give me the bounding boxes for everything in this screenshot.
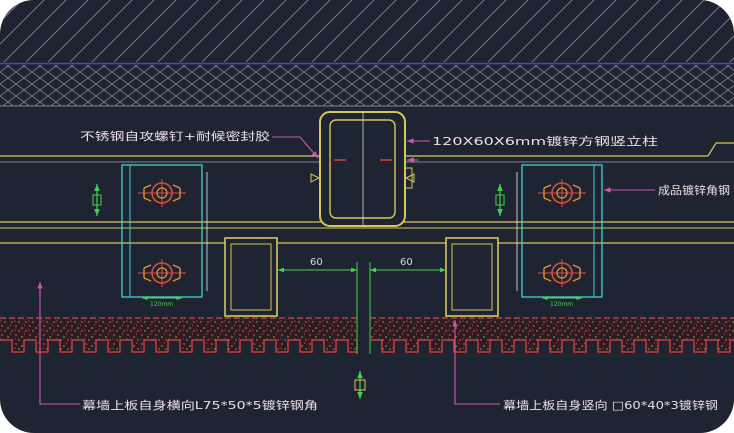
label-screw-sealant: 不锈钢自攻螺钉+耐候密封胶 bbox=[80, 129, 270, 143]
label-vertical-tube: 幕墙上板自身竖向 □60*40*3镀锌钢 bbox=[503, 398, 718, 412]
concrete-tooth bbox=[502, 340, 514, 352]
concrete-slab bbox=[0, 317, 734, 353]
yellow-line-kink bbox=[707, 142, 734, 157]
concrete-tooth bbox=[60, 340, 72, 352]
concrete-tooth bbox=[132, 340, 144, 352]
concrete-bottom-edge bbox=[0, 339, 358, 353]
arrow-box bbox=[354, 379, 366, 391]
concrete-tooth bbox=[228, 340, 240, 352]
concrete-tooth bbox=[156, 340, 168, 352]
column-inner-wall bbox=[329, 119, 396, 219]
concrete-tooth bbox=[430, 340, 442, 352]
square-tube-left bbox=[224, 237, 278, 317]
concrete-tooth bbox=[526, 340, 538, 352]
bracket-dimension-text: 120mm bbox=[150, 301, 173, 308]
concrete-tooth bbox=[382, 340, 394, 352]
double-arrow-symbol-right bbox=[495, 184, 505, 216]
concrete-tooth bbox=[348, 340, 357, 352]
sealant-mark-right bbox=[404, 173, 415, 183]
hatch-band-cross bbox=[0, 65, 734, 106]
concrete-tooth bbox=[646, 340, 658, 352]
double-arrow-symbol-bottom bbox=[354, 371, 366, 399]
leader-screw-sealant bbox=[272, 136, 319, 159]
tube-inner-wall bbox=[451, 243, 493, 311]
arrow-box bbox=[495, 194, 505, 206]
double-arrow-symbol-left bbox=[92, 184, 102, 216]
bolt-symbol bbox=[537, 178, 587, 208]
concrete-tooth bbox=[550, 340, 562, 352]
concrete-tooth bbox=[204, 340, 216, 352]
concrete-tooth bbox=[276, 340, 288, 352]
concrete-fill bbox=[0, 320, 357, 340]
concrete-tooth bbox=[180, 340, 192, 352]
concrete-tooth bbox=[324, 340, 336, 352]
leader-horizontal-angle bbox=[37, 282, 80, 405]
concrete-bottom-edge bbox=[370, 339, 734, 353]
label-horizontal-angle: 幕墙上板自身横向L75*50*5镀锌钢角 bbox=[82, 398, 318, 412]
dimension-text: 60 bbox=[400, 257, 413, 268]
dimension-gap-left: 60 bbox=[278, 257, 358, 354]
column-outer-wall bbox=[319, 111, 406, 227]
label-angle-steel: 成品镀锌角钢 bbox=[658, 183, 730, 197]
steel-column-section bbox=[310, 111, 418, 227]
concrete-tooth bbox=[670, 340, 682, 352]
tube-outer-wall bbox=[224, 237, 278, 317]
leader-vertical-tube bbox=[452, 320, 500, 405]
bolt-symbol bbox=[137, 178, 187, 208]
concrete-tooth bbox=[718, 340, 730, 352]
concrete-segment bbox=[0, 317, 358, 353]
arrow-box bbox=[92, 194, 102, 206]
tube-outer-wall bbox=[445, 237, 499, 317]
square-tube-right bbox=[445, 237, 499, 317]
concrete-tooth bbox=[406, 340, 418, 352]
angle-bracket-right: 120mm bbox=[516, 164, 603, 308]
concrete-tooth bbox=[300, 340, 312, 352]
bolt-symbol bbox=[137, 258, 187, 288]
concrete-tooth bbox=[574, 340, 586, 352]
concrete-tooth bbox=[108, 340, 120, 352]
dimension-gap-right: 60 bbox=[369, 257, 446, 354]
concrete-tooth bbox=[694, 340, 706, 352]
dimension-text: 60 bbox=[310, 257, 323, 268]
angle-bracket-left: 120mm bbox=[121, 164, 208, 308]
concrete-tooth bbox=[12, 340, 24, 352]
concrete-tooth bbox=[598, 340, 610, 352]
leader-lines bbox=[37, 136, 655, 405]
bracket-dimension-text: 120mm bbox=[550, 301, 573, 308]
concrete-tooth bbox=[622, 340, 634, 352]
concrete-tooth bbox=[36, 340, 48, 352]
sealant-mark-left bbox=[310, 173, 321, 183]
hatch-band-diagonal bbox=[0, 0, 734, 62]
concrete-segment bbox=[370, 317, 734, 353]
bolt-symbol bbox=[537, 258, 587, 288]
concrete-fill bbox=[370, 320, 734, 340]
concrete-tooth bbox=[454, 340, 466, 352]
concrete-tooth bbox=[252, 340, 264, 352]
label-steel-column: 120X60X6mm镀锌方钢竖立柱 bbox=[432, 134, 658, 148]
tube-inner-wall bbox=[230, 243, 272, 311]
concrete-tooth bbox=[84, 340, 96, 352]
concrete-tooth bbox=[478, 340, 490, 352]
